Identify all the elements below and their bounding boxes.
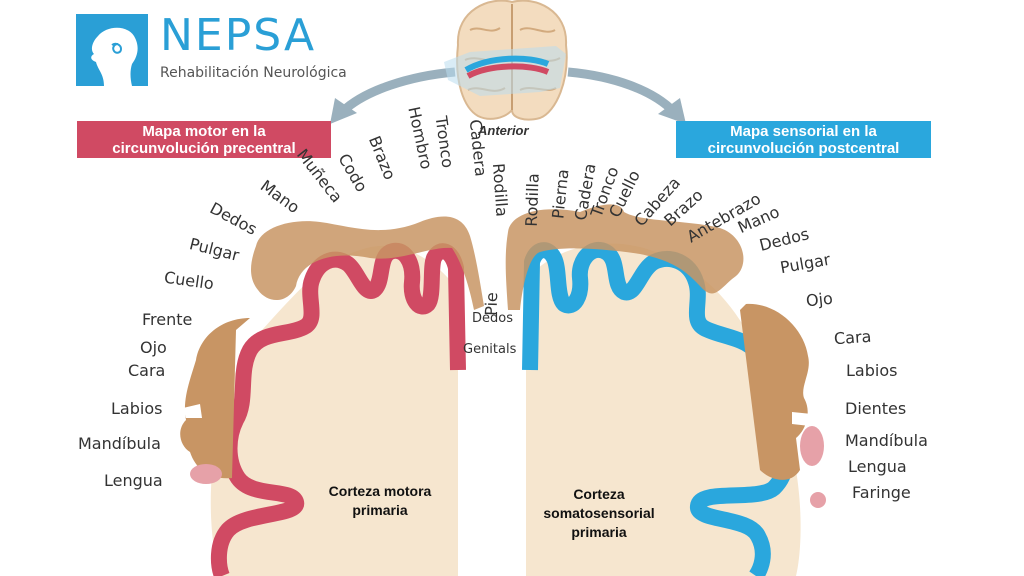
head-logo-icon <box>76 14 148 86</box>
sensory-cortex-line3: primaria <box>571 524 627 540</box>
sensory-cortex-line2: somatosensorial <box>543 505 655 521</box>
sensory-label-genitals: Genitals <box>463 342 517 357</box>
arrow-right-icon <box>567 67 678 116</box>
logo-name: NEPSA <box>160 10 317 61</box>
motor-homunculus-face <box>180 318 250 479</box>
sensory-label-lengua: Lengua <box>848 457 907 476</box>
motor-title-line2: circunvolución precentral <box>112 140 296 157</box>
motor-cortex-band <box>210 242 466 576</box>
motor-title-line1: Mapa motor en la <box>142 123 266 140</box>
motor-homunculus-body <box>251 216 484 310</box>
sensory-label-dientes: Dientes <box>845 399 907 418</box>
motor-label-mandibula: Mandíbula <box>78 434 161 453</box>
sensory-cortex-band <box>522 242 793 576</box>
sensory-label-cara: Cara <box>833 326 872 349</box>
sensory-title-line2: circunvolución postcentral <box>707 140 900 157</box>
sensory-label-ojo: Ojo <box>805 288 834 311</box>
sensory-cortex-name: Corteza somatosensorial primaria <box>518 485 680 542</box>
sensory-label-mandibula: Mandíbula <box>845 431 928 450</box>
motor-map-title: Mapa motor en la circunvolución precentr… <box>77 121 331 158</box>
sensory-homunculus-face <box>740 303 809 480</box>
motor-label-rodilla: Rodilla <box>488 162 512 218</box>
sensory-map-title: Mapa sensorial en la circunvolución post… <box>676 121 931 158</box>
motor-label-labios: Labios <box>111 399 163 418</box>
motor-cortex-line2: primaria <box>352 502 408 518</box>
motor-label-ojo: Ojo <box>140 338 167 357</box>
sensory-label-rodilla: Rodilla <box>521 172 543 228</box>
arrow-left-icon <box>338 67 456 116</box>
motor-label-dedos-pie: Dedos <box>472 311 513 326</box>
sensory-homunculus-body <box>505 204 744 310</box>
logo-subtitle: Rehabilitación Neurológica <box>160 65 347 81</box>
sensory-cortex-line1: Corteza <box>573 486 625 502</box>
motor-cortex-line1: Corteza motora <box>328 483 432 499</box>
motor-label-cadera: Cadera <box>465 118 491 178</box>
sensory-label-labios: Labios <box>846 361 898 380</box>
motor-cortex-name: Corteza motora primaria <box>312 482 448 520</box>
sensory-label-faringe: Faringe <box>852 483 911 502</box>
brain-anterior-label: Anterior <box>478 123 529 138</box>
motor-label-frente: Frente <box>142 310 193 329</box>
sensory-title-line1: Mapa sensorial en la <box>730 123 877 140</box>
motor-label-lengua: Lengua <box>104 471 163 490</box>
motor-label-cara: Cara <box>128 361 166 380</box>
